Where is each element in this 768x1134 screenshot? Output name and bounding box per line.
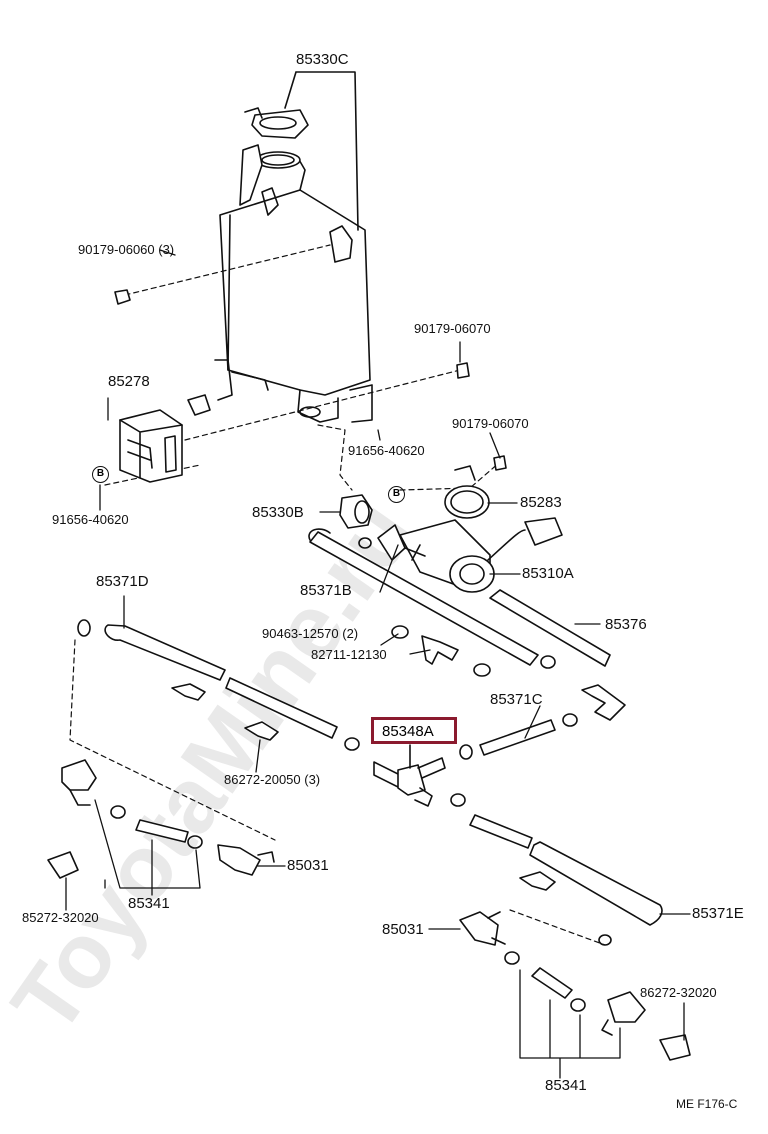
label-bolt-tank: 90179-06060 (3) — [78, 242, 175, 257]
label-pump: 85310A — [522, 565, 574, 582]
nozzle-head-drawings — [47, 759, 691, 1061]
pump-drawing — [377, 517, 563, 593]
label-nut-b: 90179-06070 — [452, 416, 529, 431]
joint-drawing — [373, 744, 446, 807]
highlighted-part-box[interactable]: 85348A — [371, 717, 457, 744]
grommet-drawing — [339, 494, 373, 529]
label-set-left: 85341 — [128, 895, 170, 912]
clamp-drawings — [77, 537, 612, 1012]
fastener-drawings — [114, 289, 507, 471]
label-band: 85283 — [520, 494, 562, 511]
label-nozzle-right: 85031 — [382, 921, 424, 938]
label-set-right: 85341 — [545, 1077, 587, 1094]
label-washer-tank: 85330C — [296, 51, 349, 68]
clip-drawings — [171, 635, 556, 891]
washer-tank-drawing — [187, 71, 373, 423]
label-clip-86272-20050: 86272-20050 (3) — [224, 772, 321, 787]
relay-drawing — [119, 409, 183, 483]
band-drawing — [444, 465, 490, 519]
nozzle-drawings — [217, 844, 506, 946]
drawing-code: ME F176-C — [676, 1097, 738, 1111]
label-bracket-right: 86272-32020 — [640, 985, 717, 1000]
bolt-marker-left: B — [92, 466, 109, 483]
label-hose-376: 85376 — [605, 616, 647, 633]
label-relay: 85278 — [108, 373, 150, 390]
label-clamp-90463: 90463-12570 (2) — [262, 626, 359, 641]
leader-lines — [65, 249, 691, 1079]
label-hose-c: 85371C — [490, 691, 543, 708]
label-bracket-left: 85272-32020 — [22, 910, 99, 925]
label-clip-b-right: 91656-40620 — [348, 443, 425, 458]
label-nut-a: 90179-06070 — [414, 321, 491, 336]
label-nozzle-left: 85031 — [287, 857, 329, 874]
label-hose-b: 85371B — [300, 582, 352, 599]
label-grommet: 85330B — [252, 504, 304, 521]
bolt-marker-right: B — [388, 486, 405, 503]
label-hose-d: 85371D — [96, 573, 149, 590]
label-joint-highlight: 85348A — [382, 723, 434, 740]
label-clip-b-left: 91656-40620 — [52, 512, 129, 527]
label-hose-e: 85371E — [692, 905, 744, 922]
label-clip-82711: 82711-12130 — [311, 647, 387, 662]
hose-drawings — [104, 528, 663, 999]
